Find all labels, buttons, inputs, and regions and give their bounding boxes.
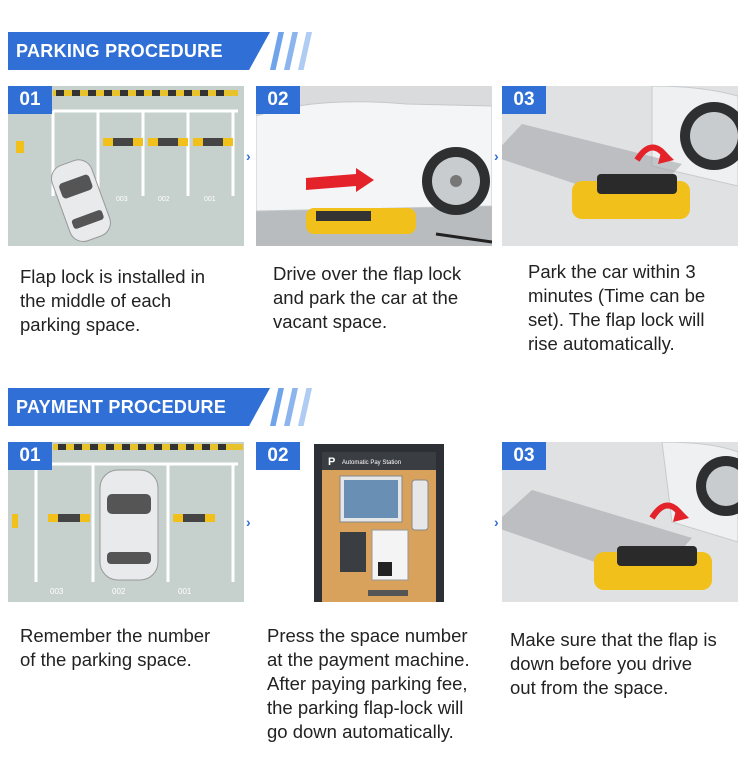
parking-step-1-image: 01 003 002 001 <box>8 86 244 246</box>
parked-car-illustration: 003 002 001 <box>8 442 244 602</box>
payment-step-1-image: 01 003 002 001 <box>8 442 244 602</box>
parking-step-3-image: 03 <box>502 86 738 246</box>
pay-station-label: Automatic Pay Station <box>342 460 401 466</box>
header-stripe <box>298 388 312 426</box>
payment-procedure-header: PAYMENT PROCEDURE <box>8 388 312 426</box>
chevron-right-icon: › <box>246 148 251 164</box>
chevron-right-icon: › <box>494 148 499 164</box>
parking-procedure-header: PARKING PROCEDURE <box>8 32 312 70</box>
section-title: PAYMENT PROCEDURE <box>8 388 270 426</box>
slot-label: 001 <box>178 587 192 596</box>
parking-step-3-caption: Park the car within 3 minutes (Time can … <box>528 261 706 354</box>
parking-step-1-caption: Flap lock is installed in the middle of … <box>20 266 206 335</box>
slot-label: 003 <box>50 587 64 596</box>
header-stripe <box>284 32 298 70</box>
slot-label: 002 <box>112 587 126 596</box>
parking-lot-illustration: 003 002 001 <box>8 86 244 246</box>
section-title: PARKING PROCEDURE <box>8 32 270 70</box>
pay-station-brand: P <box>328 456 335 468</box>
header-stripe <box>284 388 298 426</box>
step-number-badge: 03 <box>502 442 546 470</box>
step-number-badge: 01 <box>8 442 52 470</box>
payment-step-3-image: 03 <box>502 442 738 602</box>
parking-step-2-caption: Drive over the flap lock and park the ca… <box>273 263 462 332</box>
header-stripe <box>298 32 312 70</box>
header-stripe <box>270 388 284 426</box>
pay-station-illustration: P Automatic Pay Station <box>256 442 492 602</box>
chevron-right-icon: › <box>246 514 251 530</box>
header-stripe <box>270 32 284 70</box>
payment-step-1-caption: Remember the number of the parking space… <box>20 625 211 670</box>
slot-label: 002 <box>158 196 170 203</box>
step-number-badge: 01 <box>8 86 52 114</box>
step-number-badge: 02 <box>256 86 300 114</box>
payment-step-3-caption: Make sure that the flap is down before y… <box>510 629 717 698</box>
payment-step-2-caption: Press the space number at the payment ma… <box>267 625 470 742</box>
payment-step-2-image: 02 P Automatic Pay Station <box>256 442 492 602</box>
slot-label: 001 <box>204 196 216 203</box>
chevron-right-icon: › <box>494 514 499 530</box>
parking-step-2-image: 02 <box>256 86 492 246</box>
step-number-badge: 02 <box>256 442 300 470</box>
slot-label: 003 <box>116 196 128 203</box>
step-number-badge: 03 <box>502 86 546 114</box>
